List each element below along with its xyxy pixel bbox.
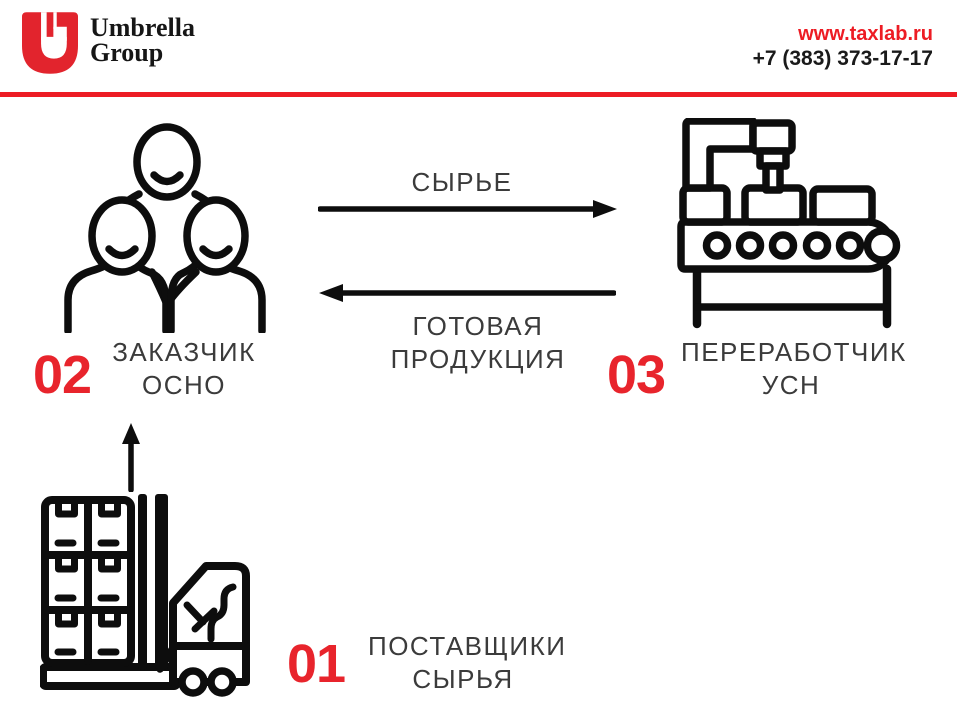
umbrella-logo-icon bbox=[22, 12, 78, 74]
node-label-01-line1: ПОСТАВЩИКИ bbox=[368, 631, 567, 661]
node-label-01: ПОСТАВЩИКИ СЫРЬЯ bbox=[368, 630, 567, 696]
flow-label-finished-goods-line2: ПРОДУКЦИЯ bbox=[390, 344, 566, 374]
flow-label-finished-goods-line1: ГОТОВАЯ bbox=[412, 311, 544, 341]
node-label-03-line1: ПЕРЕРАБОТЧИК bbox=[681, 337, 907, 367]
finished-goods-arrow bbox=[319, 284, 616, 302]
brand-name: Umbrella Group bbox=[90, 13, 195, 67]
node-number-01: 01 bbox=[287, 634, 346, 694]
node-number-02: 02 bbox=[33, 345, 92, 405]
contact-block: www.taxlab.ru +7 (383) 373-17-17 bbox=[753, 24, 933, 72]
supply-up-arrow bbox=[122, 423, 140, 492]
factory-conveyor-icon bbox=[677, 118, 901, 329]
phone-number: +7 (383) 373-17-17 bbox=[752, 47, 933, 70]
flow-label-raw-materials: СЫРЬЕ bbox=[411, 167, 513, 197]
header-divider bbox=[0, 92, 957, 97]
node-number-03: 03 bbox=[607, 345, 666, 405]
node-label-02-line2: ОСНО bbox=[142, 370, 226, 400]
node-label-01-line2: СЫРЬЯ bbox=[412, 664, 514, 694]
forklift-icon bbox=[40, 494, 250, 697]
node-label-02-line1: ЗАКАЗЧИК bbox=[112, 337, 256, 367]
node-label-02: ЗАКАЗЧИК ОСНО bbox=[104, 336, 264, 402]
customers-group-icon bbox=[64, 123, 266, 333]
node-label-03-line2: УСН bbox=[761, 370, 821, 400]
brand-line1: Umbrella bbox=[90, 13, 195, 42]
node-label-03: ПЕРЕРАБОТЧИК УСН bbox=[681, 336, 907, 402]
raw-materials-arrow bbox=[318, 200, 617, 218]
brand-line2: Group bbox=[90, 38, 164, 67]
flow-label-finished-goods: ГОТОВАЯ ПРОДУКЦИЯ bbox=[378, 310, 578, 376]
website-link[interactable]: www.taxlab.ru bbox=[798, 23, 933, 45]
